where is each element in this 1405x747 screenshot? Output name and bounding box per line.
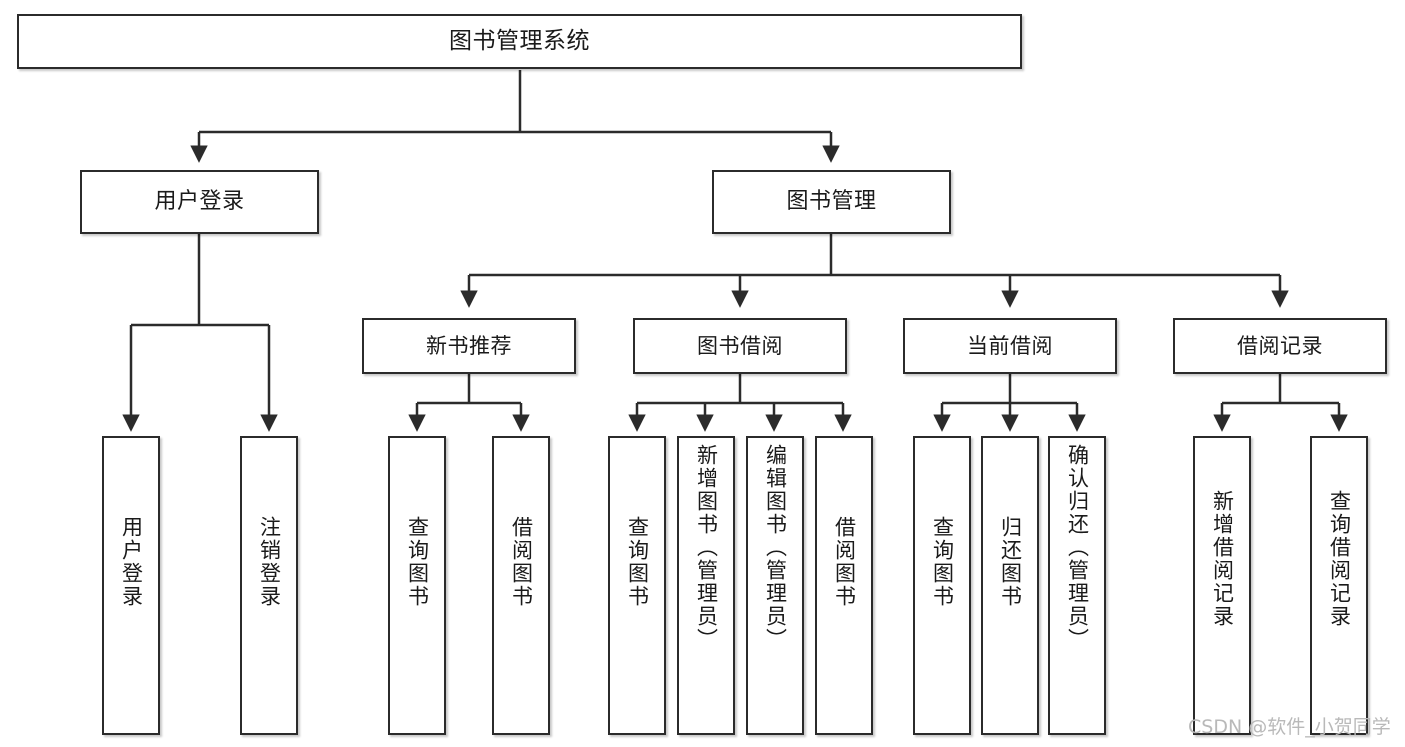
leaf-user-login-logout[interactable]: 注销登录 [240,436,298,735]
node-user-login[interactable]: 用户登录 [80,170,319,234]
node-root-book-management-system[interactable]: 图书管理系统 [17,14,1022,69]
node-label: 注销登录 [257,516,282,608]
node-label: 用户登录 [154,189,245,215]
leaf-borrow-record-add-record[interactable]: 新增借阅记录 [1193,436,1251,735]
node-label: 图书管理系统 [449,27,590,54]
leaf-new-book-query-book[interactable]: 查询图书 [388,436,446,735]
node-book-management[interactable]: 图书管理 [712,170,951,234]
leaf-new-book-borrow-book[interactable]: 借阅图书 [492,436,550,735]
node-new-book-recommend[interactable]: 新书推荐 [362,318,576,374]
node-label: 新增借阅记录 [1210,490,1235,628]
node-label: 借阅图书 [832,516,857,608]
leaf-book-borrow-borrow-book[interactable]: 借阅图书 [815,436,873,735]
node-label: 借阅记录 [1237,333,1323,358]
node-label: 查询图书 [625,516,650,608]
leaf-borrow-record-query-record[interactable]: 查询借阅记录 [1310,436,1368,735]
node-label: 查询图书 [405,516,430,608]
node-label: 用户登录 [119,516,144,608]
leaf-current-borrow-return-book[interactable]: 归还图书 [981,436,1039,735]
node-label: 编辑图书（管理员） [763,444,788,651]
leaf-user-login-login[interactable]: 用户登录 [102,436,160,735]
node-label: 查询图书 [930,516,955,608]
node-label: 新书推荐 [426,333,512,358]
node-label: 图书管理 [786,189,877,215]
node-label: 图书借阅 [697,333,783,358]
leaf-current-borrow-confirm-return-admin[interactable]: 确认归还（管理员） [1048,436,1106,735]
node-label: 新增图书（管理员） [694,444,719,651]
csdn-watermark: CSDN @软件_小贺同学 [1188,716,1391,738]
leaf-book-borrow-add-book-admin[interactable]: 新增图书（管理员） [677,436,735,735]
leaf-book-borrow-query-book[interactable]: 查询图书 [608,436,666,735]
leaf-book-borrow-edit-book-admin[interactable]: 编辑图书（管理员） [746,436,804,735]
node-label: 当前借阅 [967,333,1053,358]
node-label: 确认归还（管理员） [1065,444,1090,651]
node-current-borrow[interactable]: 当前借阅 [903,318,1117,374]
node-label: 归还图书 [998,516,1023,608]
node-borrow-record[interactable]: 借阅记录 [1173,318,1387,374]
node-label: 查询借阅记录 [1327,490,1352,628]
node-label: 借阅图书 [509,516,534,608]
leaf-current-borrow-query-book[interactable]: 查询图书 [913,436,971,735]
node-book-borrow[interactable]: 图书借阅 [633,318,847,374]
